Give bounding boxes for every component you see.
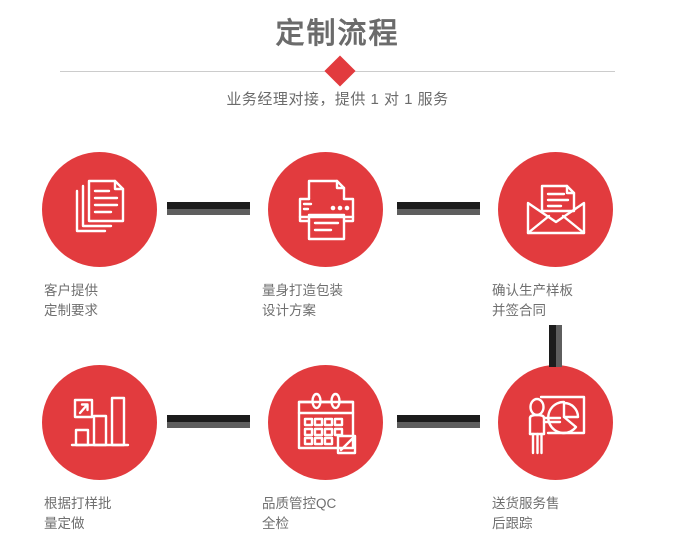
page-header: 定制流程 业务经理对接，提供 1 对 1 服务 [0,0,675,130]
connector-step2-step3 [397,202,480,215]
page-subtitle: 业务经理对接，提供 1 对 1 服务 [226,91,449,108]
connector-bar-light [167,422,250,428]
process-flow: 客户提供 定制要求 [0,130,675,550]
connector-bar-light [556,325,562,367]
flow-step-3-label: 确认生产样板 并签合同 [492,283,573,318]
flow-step-1-circle [42,152,157,267]
page-title: 定制流程 [275,18,400,50]
connector-step5-step6 [397,415,480,428]
flow-step-1-label: 客户提供 定制要求 [44,283,98,318]
flow-step-5[interactable]: 品质管控QC 全检 [248,365,403,534]
flow-step-6-circle [498,365,613,480]
connector-step3-step6 [549,325,562,367]
connector-bar-dark [167,202,250,209]
connector-step4-step5 [167,415,250,428]
flow-step-2-circle [268,152,383,267]
connector-bar-dark [167,415,250,422]
flow-step-3[interactable]: 确认生产样板 并签合同 [478,152,633,321]
flow-step-4-label: 根据打样批 量定做 [44,496,112,531]
connector-bar-light [167,209,250,215]
flow-step-6[interactable]: 送货服务售 后跟踪 [478,365,633,534]
connector-bar-light [397,209,480,215]
flow-step-3-circle [498,152,613,267]
flow-step-2-label: 量身打造包装 设计方案 [262,283,343,318]
diamond-icon [324,55,356,87]
flow-step-5-label: 品质管控QC 全检 [262,496,337,531]
flow-step-4-circle [42,365,157,480]
connector-bar-dark [397,415,480,422]
connector-bar-dark [549,325,556,367]
flow-step-5-circle [268,365,383,480]
connector-step1-step2 [167,202,250,215]
flow-step-1[interactable]: 客户提供 定制要求 [22,152,177,321]
flow-step-6-label: 送货服务售 后跟踪 [492,496,560,531]
connector-bar-dark [397,202,480,209]
flow-step-2[interactable]: 量身打造包装 设计方案 [248,152,403,321]
flow-step-4[interactable]: 根据打样批 量定做 [22,365,177,534]
connector-bar-light [397,422,480,428]
